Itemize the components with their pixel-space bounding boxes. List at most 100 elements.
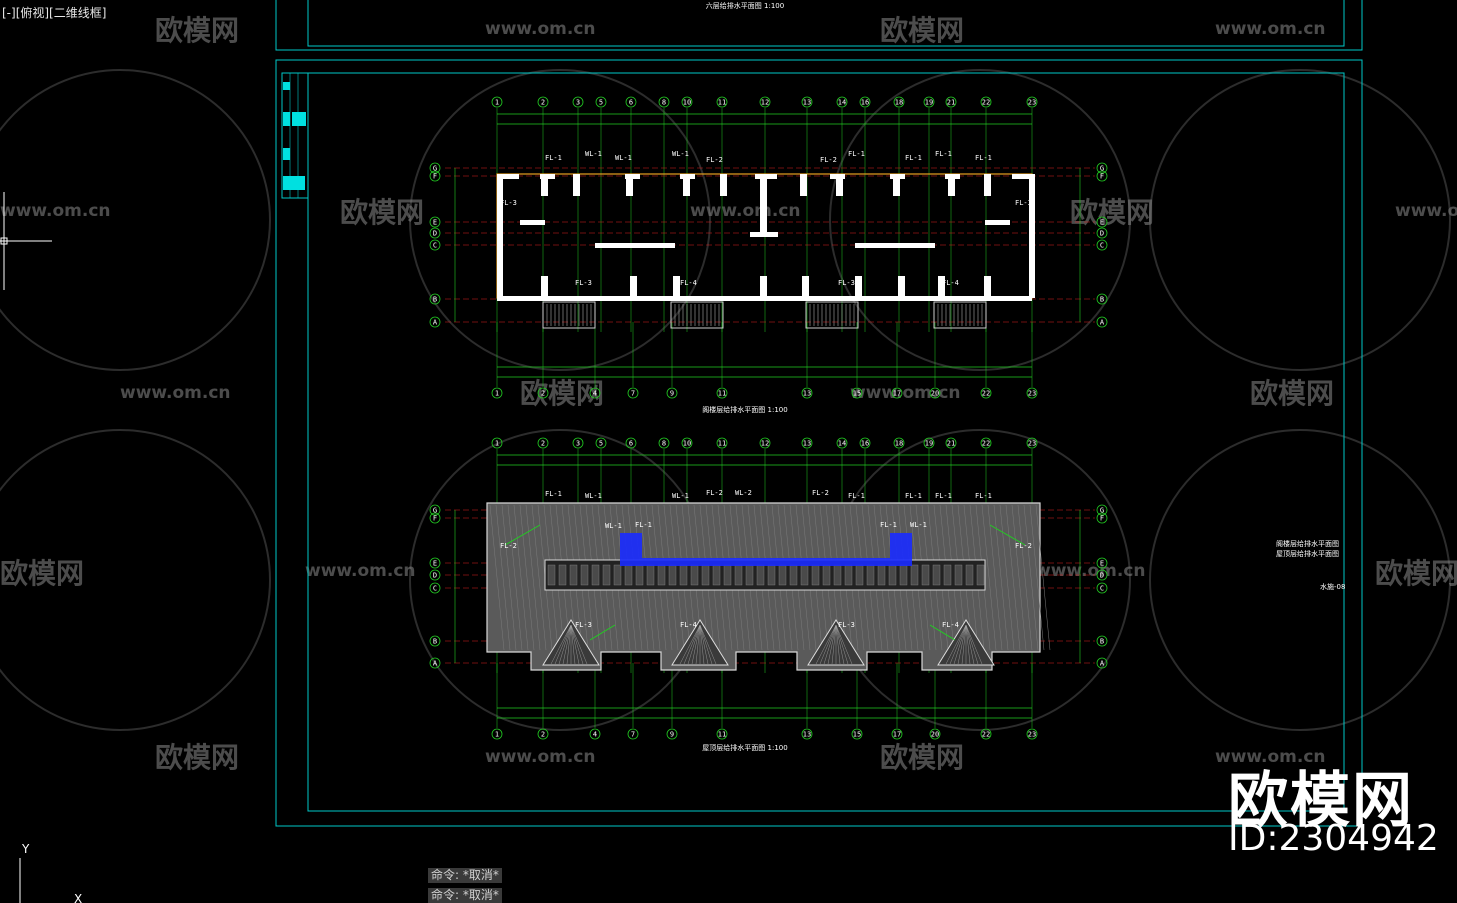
plan1-title: 阁楼层给排水平面图 1:100 [702,405,787,414]
row-label: E [1100,219,1104,227]
dormer-hatch [570,624,584,665]
column-bubble [980,728,992,740]
column-bubble [1026,96,1038,108]
watermark-ring [829,69,1131,371]
row-bubble [429,657,441,669]
dormer-hatch [699,624,705,665]
column-bubble [491,437,503,449]
dormer-hatch [699,624,717,665]
column-label: 6 [629,440,633,448]
column-label: 23 [1028,99,1036,107]
row-label: F [1100,173,1104,181]
watermark-url: www.om.cn [850,383,961,403]
dormer-hatch [679,624,701,665]
row-label: A [433,660,438,668]
pipe-tag: FL-3 [500,199,517,207]
column-label: 18 [895,99,903,107]
row-bubble [429,239,441,251]
row-label: C [1100,585,1104,593]
roof-tile [921,564,930,586]
column-label: 19 [925,440,933,448]
pipe-tag: FL-4 [942,279,959,287]
model-id: ID:2304942 [1228,818,1439,859]
row-label: A [1100,319,1105,327]
column-bubble [980,387,992,399]
column-label: 15 [853,731,861,739]
roof-tile [844,564,853,586]
column-label: 9 [670,731,674,739]
column-label: 1 [495,390,499,398]
wall-segment [750,232,778,237]
wall-segment [680,174,695,179]
row-bubble [1096,227,1108,239]
pipe-tag: FL-2 [1015,542,1032,550]
dormer-hatch [831,624,837,665]
column-label: 8 [662,440,666,448]
roof-tile [811,564,820,586]
wall-segment [595,243,675,248]
column-label: 4 [593,390,597,398]
pipe-tag: WL-1 [585,492,602,500]
command-history-line-2: 命令: *取消* [428,888,502,903]
wall-segment [683,174,690,196]
watermark-brand: 欧模网 [880,741,964,774]
watermark-url: www.om.cn [1215,747,1326,767]
pipe-tag: WL-1 [615,154,632,162]
drain-slope [504,524,541,546]
sheet-note-2: 屋顶层给排水平面图 [1276,549,1339,558]
row-bubble [429,582,441,594]
row-bubble [429,293,441,305]
watermark-brand: 欧模网 [155,14,239,47]
wall-segment [520,220,545,225]
dormer-hatch [953,624,967,665]
column-bubble [945,96,957,108]
viewport-label[interactable]: [-][俯视][二维线框] [2,6,107,20]
roof-hatch [1035,504,1051,651]
column-bubble [801,728,813,740]
row-bubble [429,216,441,228]
row-bubble [429,635,441,647]
column-label: 9 [670,390,674,398]
watermark-ring [409,69,711,371]
pipe-tag: FL-1 [905,492,922,500]
roof-tile [668,564,677,586]
row-label: B [1100,638,1104,646]
column-label: 7 [631,731,635,739]
wall-segment [760,276,767,300]
row-label: D [1100,230,1104,238]
wall-segment [802,276,809,300]
row-label: E [1100,560,1104,568]
column-label: 2 [541,731,545,739]
column-bubble [945,437,957,449]
balcony [933,301,987,329]
row-label: E [433,560,437,568]
pipe-tag: FL-3 [575,279,592,287]
column-label: 16 [861,99,869,107]
roof-tile [833,564,842,586]
column-label: 23 [1028,390,1036,398]
column-bubble [859,96,871,108]
pipe-tag: FL-2 [820,156,837,164]
crosshair-cursor [0,192,52,290]
dormer-hatch [949,624,967,665]
watermark-brand: 欧模网 [340,196,424,229]
wall-segment [540,174,555,179]
roof-tile [591,564,600,586]
balcony [805,301,859,329]
pipe-tag: FL-1 [905,154,922,162]
wall-segment [985,220,1010,225]
column-label: 3 [576,440,580,448]
row-label: D [433,572,437,580]
drain-slope [929,624,956,641]
watermark-ring [1149,69,1451,371]
pipe-tag: FL-1 [545,490,562,498]
roof-tile [800,564,809,586]
column-label: 12 [761,440,769,448]
row-bubble [429,227,441,239]
dormer-hatch [562,624,572,665]
dormer-hatch [945,624,967,665]
watermark-layer: 欧模网欧模网欧模网欧模网欧模网欧模网欧模网欧模网欧模网欧模网欧模网www.om.… [0,14,1457,774]
watermark-brand: 欧模网 [155,741,239,774]
dormer-hatch [570,624,580,665]
